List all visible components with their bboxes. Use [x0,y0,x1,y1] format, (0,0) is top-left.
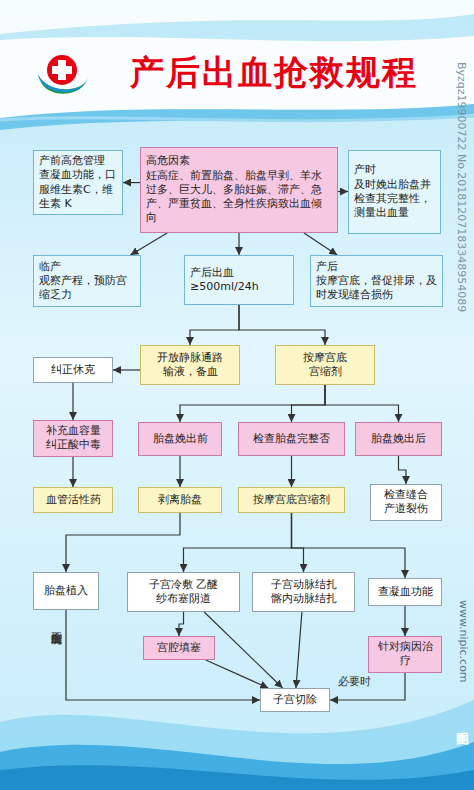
flow-arrow [190,305,239,345]
banner-line [0,116,474,121]
box-text: 高危因素 [146,154,190,168]
logo-circle [47,55,77,85]
box-text: 产后 [316,260,338,274]
process-box: 产后出血≥500ml/24h [184,255,294,305]
box-text: 观察产程，预防宫缩乏力 [39,274,135,303]
process-box: 开放静脉通路 输液，备血 [140,345,240,385]
flow-arrow [179,456,180,487]
box-text: 胎盘植入 [44,584,88,598]
flow-arrow [292,385,326,422]
box-text: 检查缝合 产道裂伤 [375,488,437,517]
title-banner [0,36,474,118]
poster-title: 产后出血抢救规程 [104,50,444,96]
process-box: 剥离胎盘 [138,487,222,513]
flow-arrow [291,456,292,487]
top-wave [0,0,474,34]
process-box: 按摩宫底 宫缩剂 [275,345,375,385]
box-text: 胎盘娩出后 [371,432,426,446]
box-text: ≥500ml/24h [190,280,259,294]
flow-arrow [330,673,405,700]
process-box: 子宫切除 [260,688,330,712]
flow-arrow [239,305,325,345]
box-text: 及时娩出胎盘并检查其完整性，测量出血量 [354,178,435,221]
flow-arrow [66,513,180,572]
process-box: 子宫动脉结扎 髂内动脉结扎 [252,572,355,612]
hospital-logo [38,55,88,94]
edge-label: 必要时 [338,676,371,689]
flow-arrow [404,606,405,636]
process-box: 检查胎盘完整否 [238,422,345,456]
box-text: 产时 [354,163,376,177]
box-text: 产后出血 [190,266,234,280]
flow-arrow [296,612,302,688]
process-box: 产后按摩宫底，督促排尿，及时发现缝合损伤 [310,255,443,307]
process-box: 宫腔填塞 [143,636,215,660]
box-text: 子宫切除 [273,693,317,707]
flow-arrow [292,513,304,572]
flow-arrow [179,612,184,636]
box-text: 胎盘娩出前 [153,432,208,446]
process-box: 临产观察产程，预防宫缩乏力 [33,255,141,307]
box-text: 子宫动脉结扎 髂内动脉结扎 [258,578,350,607]
box-text: 子宫冷敷 乙醚 纱布塞阴道 [134,578,234,607]
box-text: 补充血容量 纠正酸中毒 [38,424,108,453]
box-text: 纠正休克 [51,363,95,377]
process-box: 子宫冷敷 乙醚 纱布塞阴道 [127,572,240,612]
flow-arrow [123,182,140,183]
box-text: 按摩宫底宫缩剂 [253,493,330,507]
box-text: 血管活性药 [46,493,101,507]
flow-arrow [304,233,337,255]
box-text: 宫腔填塞 [157,641,201,655]
box-text: 产前高危管理 [39,154,105,168]
process-box: 产时及时娩出胎盘并检查其完整性，测量出血量 [348,150,441,234]
flow-arrow [338,191,348,192]
process-box: 胎盘植入 [33,572,99,610]
process-box: 检查缝合 产道裂伤 [370,484,442,521]
box-text: 妊高症、前置胎盘、胎盘早剥、羊水过多、巨大儿、多胎妊娠、滞产、急产、严重贫血、全… [146,169,332,226]
bottom-wave [0,700,474,790]
flow-arrow [238,233,239,255]
process-box: 补充血容量 纠正酸中毒 [33,420,113,457]
flow-arrow [206,660,268,688]
bottom-wave [0,742,474,790]
flow-arrow [113,369,140,370]
flow-arrow [292,513,406,578]
logo-cross [52,66,72,74]
flow-arrow [180,385,325,422]
box-text: 查凝血功能 [378,585,433,599]
box-text: 开放静脉通路 输液，备血 [150,351,230,380]
box-text: 按摩宫底，督促排尿，及时发现缝合损伤 [316,274,437,303]
banner-stripe [0,104,474,130]
flow-arrow [72,383,73,420]
process-box: 针对病因治疗 [368,636,442,673]
process-box: 按摩宫底宫缩剂 [238,487,345,513]
flow-arrow [66,610,260,700]
watermark: Byzqz19900722 No.20181207183348954089 [456,62,467,312]
box-text: 检查胎盘完整否 [253,432,330,446]
process-box: 查凝血功能 [368,578,442,606]
process-box: 纠正休克 [33,357,113,383]
box-text: 查凝血功能，口服维生素C，维生素 K [39,168,117,211]
process-box: 胎盘娩出后 [355,422,442,456]
box-text: 针对病因治疗 [374,640,436,669]
process-box: 胎盘娩出前 [138,422,222,456]
flow-arrow [399,456,407,484]
flow-arrow [72,457,73,487]
process-box: 高危因素妊高症、前置胎盘、胎盘早剥、羊水过多、巨大儿、多胎妊娠、滞产、急产、严重… [140,147,338,233]
box-text: 临产 [39,260,61,274]
process-box: 血管活性药 [33,487,113,513]
watermark: www.nipic.com [458,600,469,683]
flow-arrow [325,385,399,422]
box-text: 按摩宫底 宫缩剂 [295,351,355,380]
box-text: 剥离胎盘 [158,493,202,507]
flow-arrow [130,233,167,255]
flow-arrow [184,513,292,572]
flow-arrow [204,612,282,688]
bottom-wave [0,765,474,790]
process-box: 产前高危管理查凝血功能，口服维生素C，维生素 K [33,150,123,215]
